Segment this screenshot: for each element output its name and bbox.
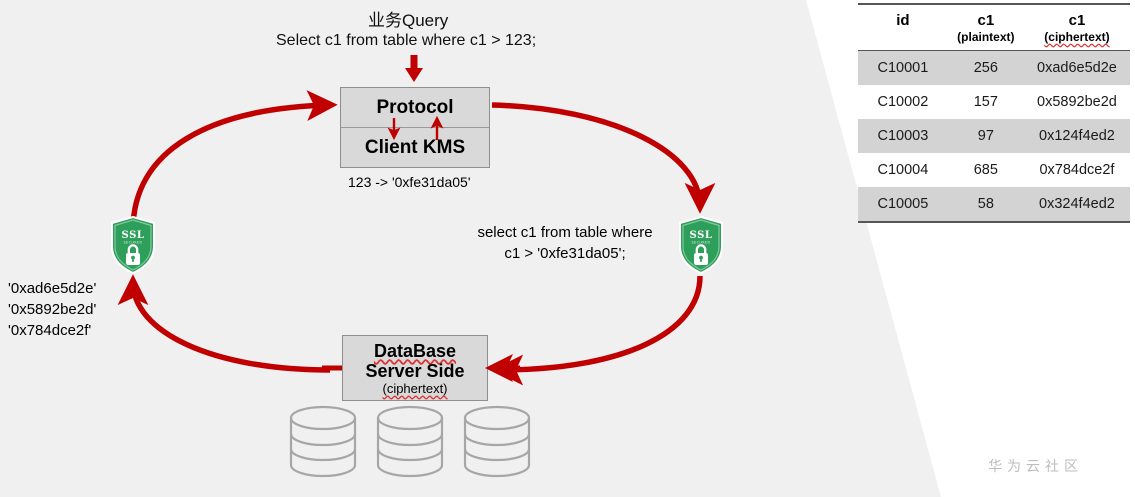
table-row: C10005 58 0x324f4ed2 [858,187,1130,223]
database-server-box[interactable]: DataBase Server Side (ciphertext) [342,335,488,401]
cell-id: C10001 [858,50,948,85]
column-header-plaintext: c1 (plaintext) [947,3,1024,51]
cell-ciphertext: 0x124f4ed2 [1023,119,1130,153]
column-header-id: id [858,3,948,51]
cell-plaintext: 157 [947,85,1024,119]
cell-plaintext: 685 [947,153,1024,187]
client-kms-label: Client KMS [364,136,466,158]
cell-ciphertext: 0x324f4ed2 [1023,187,1130,223]
column-header-ciphertext-main: c1 [1068,12,1086,29]
column-header-ciphertext: c1 (ciphertext) [1023,3,1130,51]
table-row: C10002 157 0x5892be2d [858,85,1130,119]
database-ciphertext-label: (ciphertext) [382,380,448,396]
page-title: 业务Query [368,11,449,30]
cell-id: C10002 [858,85,948,119]
returned-value-2: '0x5892be2d' [8,301,97,318]
returned-value-1: '0xad6e5d2e' [8,280,97,297]
cell-id: C10003 [858,119,948,153]
watermark: 华为云社区 [988,459,1083,475]
database-label: DataBase [373,340,457,361]
server-side-label: Server Side [365,360,465,381]
table-body: C10001 256 0xad6e5d2e C10002 157 0x5892b… [858,50,1130,223]
svg-text:SSL: SSL [121,230,144,241]
cell-ciphertext: 0xad6e5d2e [1023,50,1130,85]
cell-plaintext: 58 [947,187,1024,223]
returned-value-3: '0x784dce2f' [8,322,92,339]
db-cylinder-1 [289,405,357,478]
query-subtitle: Select c1 from table where c1 > 123; [276,32,537,49]
cell-id: C10004 [858,153,948,187]
table-header: id c1 (plaintext) c1 (ciphertext) [858,3,1130,51]
protocol-client-kms-box[interactable]: Protocol Client KMS [340,87,490,168]
svg-text:SECURED: SECURED [691,241,710,245]
cell-plaintext: 256 [947,50,1024,85]
column-header-plaintext-main: c1 [977,12,995,29]
cell-id: C10005 [858,187,948,223]
db-cylinder-3 [463,405,531,478]
db-cylinder-2 [376,405,444,478]
column-header-id-main: id [896,12,910,29]
ssl-shield-client-icon: SSL SECURED [111,216,155,274]
returned-ciphertext-list: '0xad6e5d2e' '0x5892be2d' '0x784dce2f' [8,278,96,341]
encrypted-query-caption: select c1 from table where c1 > '0xfe31d… [477,224,653,262]
database-cylinders [289,405,531,478]
svg-text:SSL: SSL [689,230,712,241]
table-header-row: id c1 (plaintext) c1 (ciphertext) [858,3,1130,51]
ssl-shield-server-icon: SSL SECURED [679,216,723,274]
column-header-ciphertext-sub: (ciphertext) [1044,30,1110,44]
cell-ciphertext: 0x5892be2d [1023,85,1130,119]
kms-encryption-caption: 123 -> '0xfe31da05' [348,174,471,190]
column-header-plaintext-sub: (plaintext) [957,30,1015,44]
table-row: C10004 685 0x784dce2f [858,153,1130,187]
protocol-label: Protocol [341,88,489,128]
table-row: C10003 97 0x124f4ed2 [858,119,1130,153]
cell-plaintext: 97 [947,119,1024,153]
table-row: C10001 256 0xad6e5d2e [858,50,1130,85]
svg-text:SECURED: SECURED [123,241,142,245]
ciphertext-data-table: id c1 (plaintext) c1 (ciphertext) C10001… [858,3,1130,223]
cell-ciphertext: 0x784dce2f [1023,153,1130,187]
